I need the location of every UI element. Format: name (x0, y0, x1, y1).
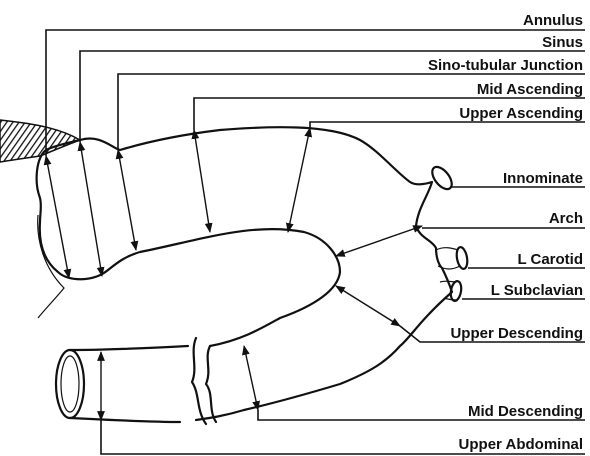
descending-aorta-lumen (54, 348, 86, 420)
label-sinus: Sinus (542, 34, 583, 51)
descending-aorta-bottom (68, 416, 182, 424)
break-mark-2 (204, 344, 218, 424)
upper-abdominal-leader (100, 420, 585, 455)
label-mid-descending: Mid Descending (468, 403, 583, 420)
l-carotid-stub (435, 247, 461, 270)
sino-tubular-arrow (115, 149, 139, 251)
upper-descending-arrow (335, 285, 401, 327)
upper-descending-leader (399, 325, 585, 343)
upper-ascending-arrow (285, 127, 313, 233)
sinus-arrow (77, 141, 105, 277)
mid-ascending-arrow (191, 129, 213, 233)
label-annulus: Annulus (523, 12, 583, 29)
aorta-outer-curve (78, 126, 454, 422)
arch-arrow (335, 225, 423, 257)
label-l-subclavian: L Subclavian (491, 282, 583, 299)
l-subclavian-vessel (449, 280, 463, 302)
label-mid-ascending: Mid Ascending (477, 81, 583, 98)
label-sino-tubular-junction: Sino-tubular Junction (428, 57, 583, 74)
upper-ascending-leader (309, 121, 585, 128)
label-arch: Arch (549, 210, 583, 227)
mid-descending-arrow (242, 345, 260, 411)
mid-ascending-leader (193, 97, 585, 130)
break-mark (190, 336, 208, 426)
sino-tubular-leader (117, 73, 585, 150)
innominate-vessel (431, 165, 453, 191)
label-l-carotid: L Carotid (517, 251, 583, 268)
aorta-outline (35, 138, 342, 348)
heart-outline (37, 214, 65, 319)
label-upper-abdominal: Upper Abdominal (459, 436, 583, 453)
descending-aorta-lumen-inner (60, 355, 80, 413)
label-innominate: Innominate (503, 170, 583, 187)
sinus-leader (79, 50, 585, 142)
label-upper-ascending: Upper Ascending (459, 105, 583, 122)
descending-aorta-top (68, 344, 190, 352)
annulus-leader (45, 29, 585, 156)
label-upper-descending: Upper Descending (450, 325, 583, 342)
annulus-arrow (43, 155, 72, 279)
l-subclavian-stub (439, 280, 459, 301)
mid-descending-leader (257, 410, 585, 421)
heart-tissue-hatch (0, 119, 82, 163)
l-carotid-vessel (455, 246, 469, 270)
